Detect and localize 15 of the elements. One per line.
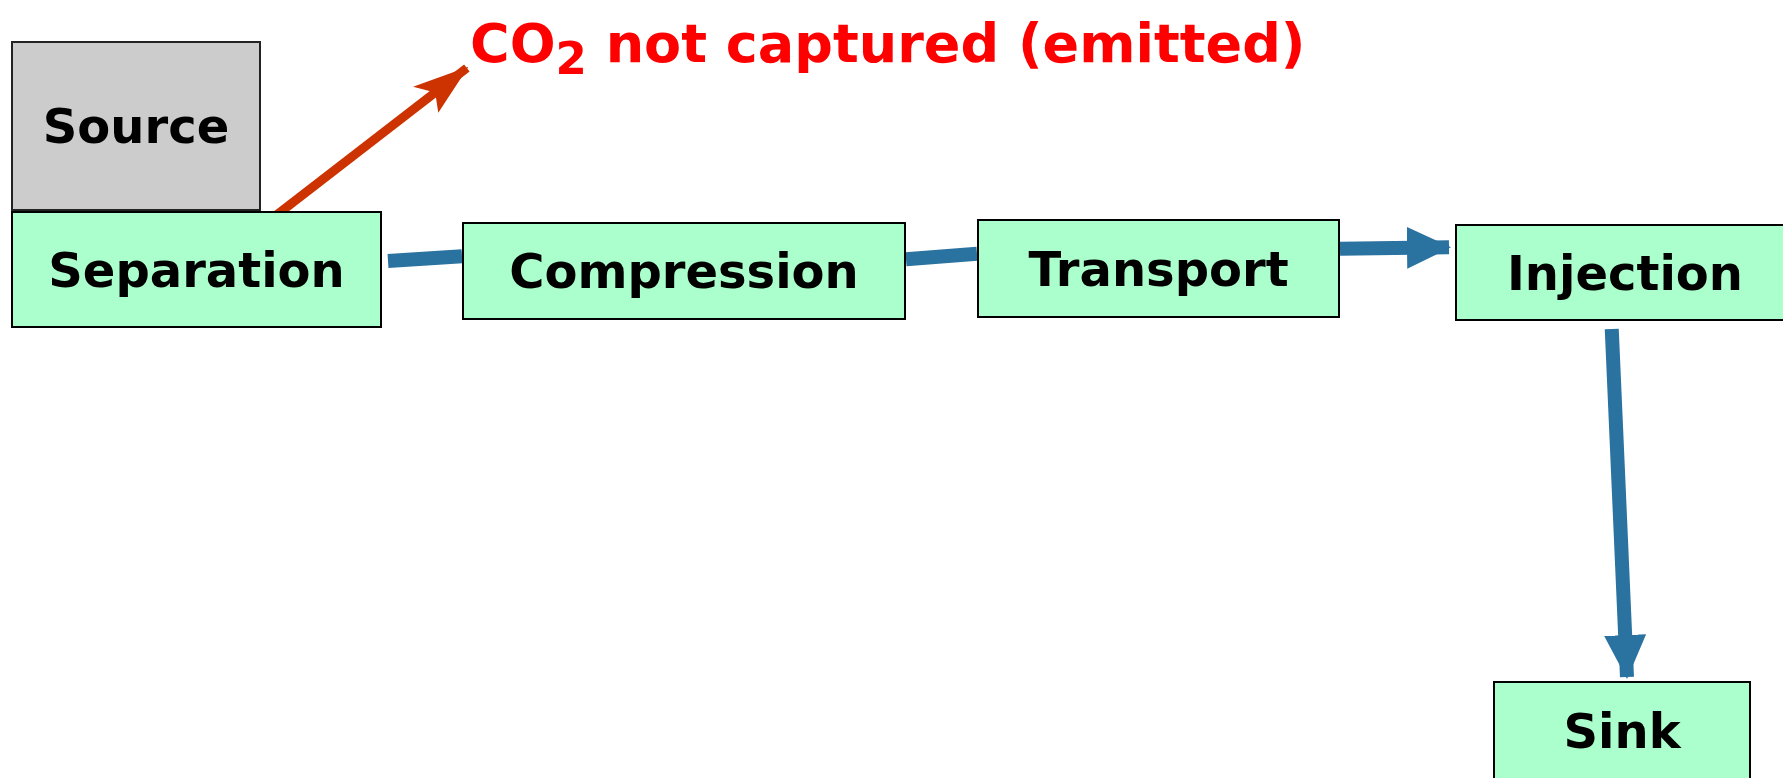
box-label: Sink	[1563, 703, 1681, 759]
box-label: Separation	[48, 241, 345, 298]
box-label: Transport	[1028, 240, 1289, 297]
annotation-text: CO$_{2}$ not captured (emitted)	[470, 11, 1306, 85]
process-box	[1455, 224, 1783, 321]
process-box	[977, 219, 1340, 318]
process-box	[462, 222, 906, 320]
process-box	[11, 41, 261, 211]
box-label: Compression	[509, 243, 859, 299]
box-label: Source	[42, 98, 230, 154]
connector-line	[905, 246, 978, 267]
box-label: Injection	[1506, 244, 1743, 301]
connector-line	[387, 249, 463, 268]
process-box	[1493, 681, 1751, 778]
process-box	[11, 211, 382, 328]
